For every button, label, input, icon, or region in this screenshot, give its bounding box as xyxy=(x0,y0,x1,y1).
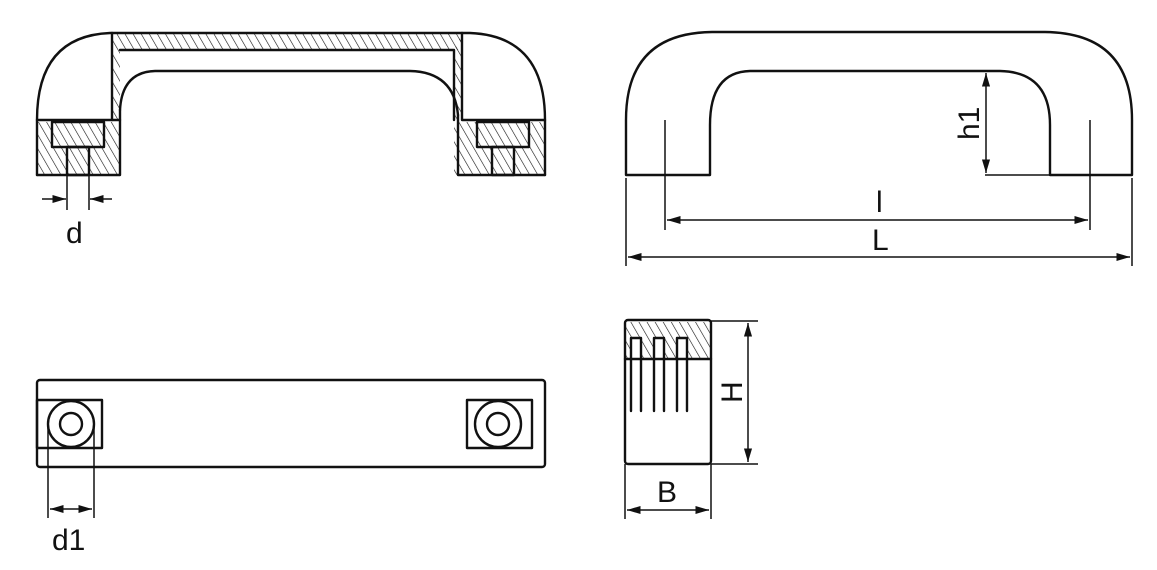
dimension-label-d1: d1 xyxy=(52,524,85,557)
dimension-label-d: d xyxy=(66,217,83,250)
dimension-label-H: H xyxy=(716,381,749,403)
dimension-label-B: B xyxy=(657,476,677,509)
dimension-label-L: L xyxy=(872,224,889,257)
section-view: d xyxy=(35,31,547,250)
bottom-view: d1 xyxy=(35,378,547,557)
dimension-label-l: l xyxy=(876,186,883,219)
side-section-view: H B xyxy=(623,318,758,519)
dimension-label-h1: h1 xyxy=(953,107,986,140)
front-view: l L h1 xyxy=(624,30,1134,266)
